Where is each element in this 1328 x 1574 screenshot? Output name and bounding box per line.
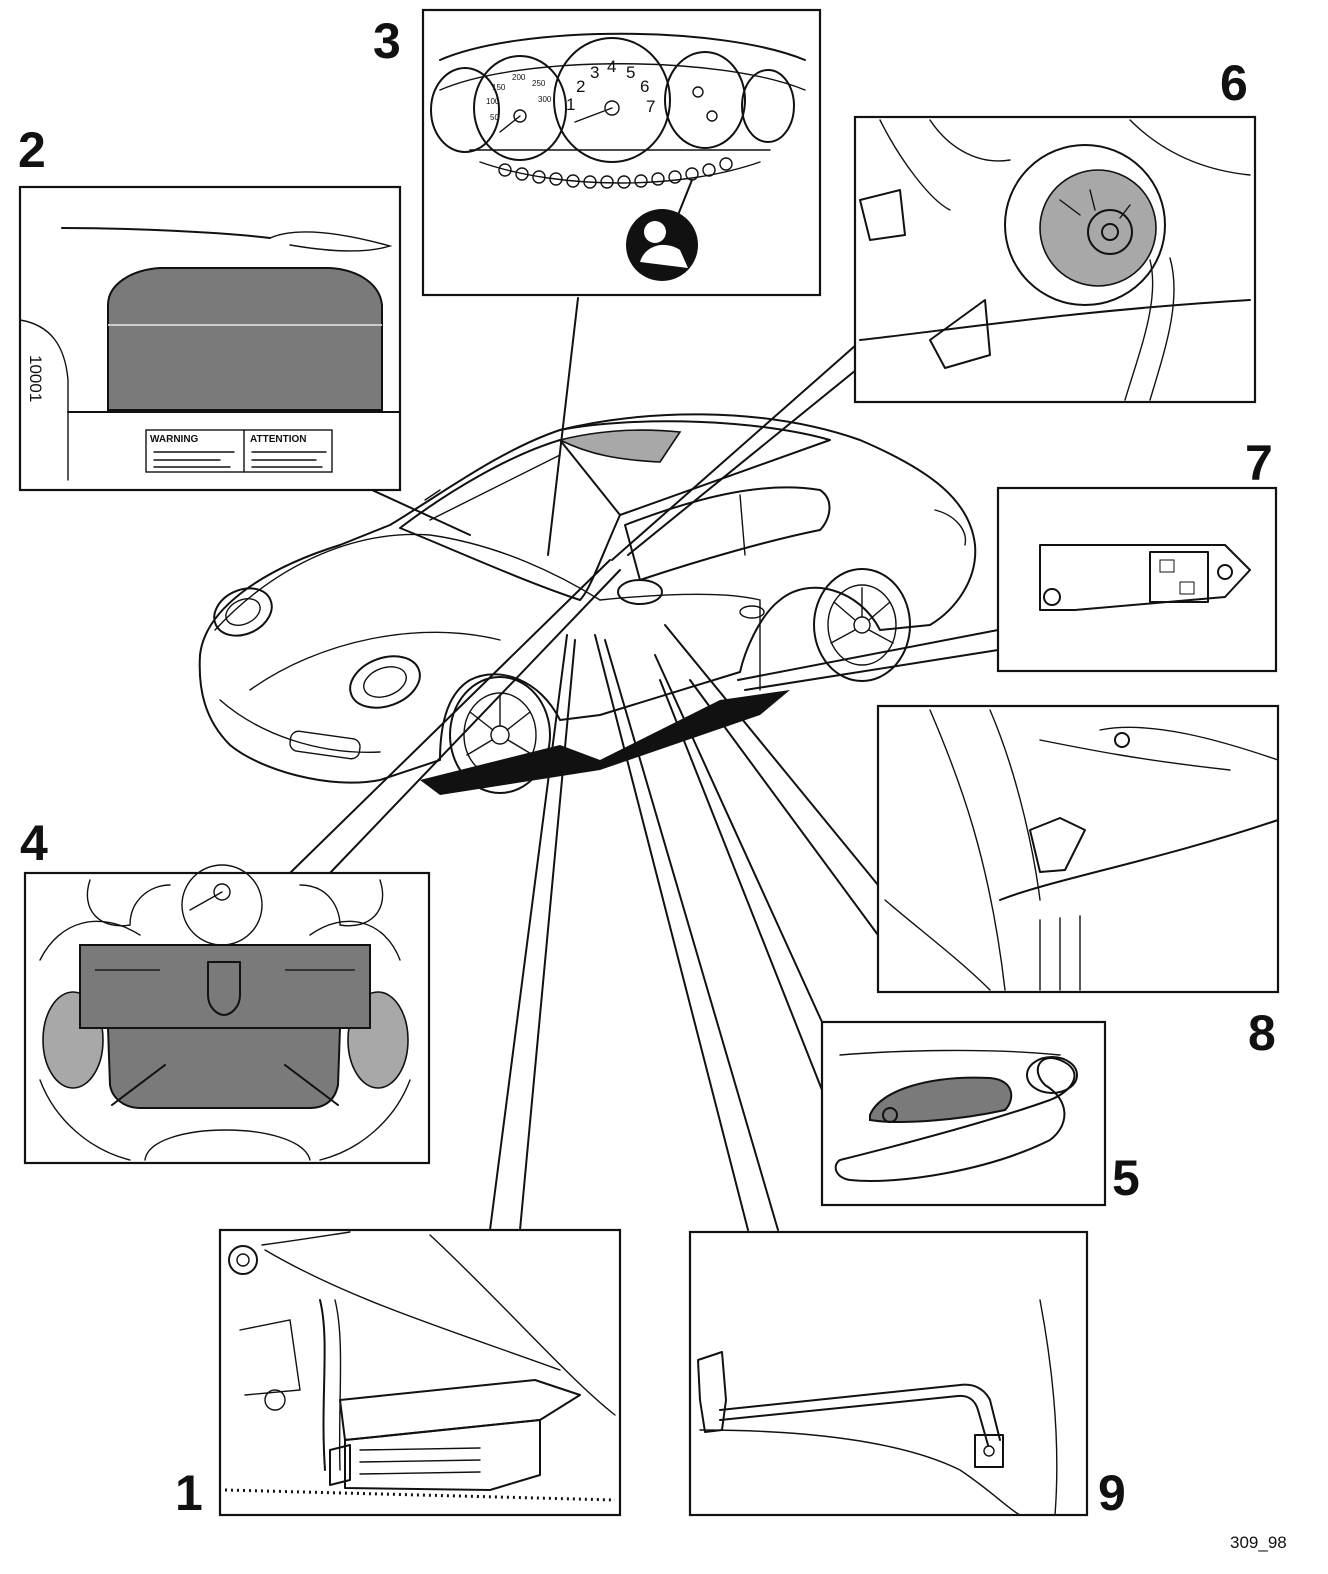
leader-4b: [329, 569, 621, 874]
control-unit-body: [344, 1419, 541, 1491]
leader-1b: [519, 639, 576, 1231]
panel-passenger-airbag: 10001 WARNING ATTENTION: [18, 185, 402, 492]
leader-5b: [659, 679, 823, 1091]
tacho-tick-5: 5: [626, 63, 635, 82]
tacho-tick-1: 1: [566, 95, 575, 114]
steering-column-housing: [1004, 144, 1166, 306]
gauge-left-small: [430, 67, 500, 153]
callout-4: 4: [20, 815, 48, 871]
sensor-clip: [974, 1434, 1004, 1468]
panel-door-handle: [820, 1020, 1107, 1207]
panel-seat-wiring: [688, 1230, 1089, 1517]
panel-clock-spring: [853, 115, 1257, 404]
callout-7: 7: [1245, 435, 1273, 491]
speedo-tick-300: 300: [538, 95, 552, 104]
leader-7b: [744, 649, 999, 691]
reference-code: 309_98: [1230, 1533, 1287, 1552]
tacho-tick-7: 7: [646, 97, 655, 116]
windshield: [399, 439, 621, 601]
callout-2: 2: [18, 122, 46, 178]
tacho-tick-6: 6: [640, 77, 649, 96]
driver-airbag-upper: [79, 944, 371, 1029]
headlight-right: [349, 655, 421, 709]
gauge-right: [664, 51, 746, 149]
tacho-tick-2: 2: [576, 77, 585, 96]
callout-8: 8: [1248, 1005, 1276, 1061]
callout-labels: 1 2 3 4 5 6 7 8 9: [18, 13, 1276, 1521]
panel-control-unit: [218, 1228, 622, 1517]
tacho-tick-3: 3: [590, 63, 599, 82]
speedo-tick-150: 150: [492, 83, 506, 92]
rear-wheel: [813, 568, 911, 682]
driver-airbag-lower: [106, 1027, 342, 1109]
car-illustration: [198, 413, 977, 795]
tacho-tick-4: 4: [607, 57, 616, 76]
panel-driver-airbag: [23, 864, 431, 1165]
gauge-right-small: [741, 69, 795, 143]
callout-9: 9: [1098, 1465, 1126, 1521]
control-unit-top: [339, 1379, 581, 1441]
belt-tensioner-unit: [1029, 817, 1086, 873]
warning-light-row: [498, 157, 733, 189]
mirror: [617, 579, 663, 605]
leader-7a: [737, 629, 999, 681]
side-window: [624, 486, 831, 581]
speedo-tick-100: 100: [486, 97, 500, 106]
leader-6b: [627, 369, 857, 556]
warning-label-left: WARNING: [150, 434, 199, 445]
side-sensor: [1039, 544, 1251, 611]
panel-belt-tensioner: [876, 704, 1280, 994]
panel-instrument-cluster: 150 200 250 100 300 50 1 2 3 4 5 6 7: [421, 8, 822, 297]
leader-lines: [289, 297, 999, 1231]
leader-3: [547, 297, 579, 556]
door-sensor-pad: [869, 1076, 1013, 1123]
car-body: [198, 413, 977, 784]
callout-3: 3: [373, 13, 401, 69]
warning-label-right: ATTENTION: [250, 434, 306, 445]
callout-5: 5: [1112, 1150, 1140, 1206]
sensor-connector: [1149, 551, 1209, 603]
leader-9a: [594, 634, 749, 1231]
leader-6a: [611, 344, 857, 561]
headlight-left: [213, 587, 273, 637]
wiper-stalk: [859, 189, 906, 241]
passenger-airbag-module: [107, 267, 383, 411]
speedo-tick-250: 250: [532, 79, 546, 88]
speedometer: [473, 55, 567, 161]
panel-side-sensor: [996, 486, 1278, 673]
car-shadow: [420, 690, 790, 795]
leader-8a: [664, 624, 879, 886]
speedo-tick-50: 50: [490, 113, 499, 122]
callout-1: 1: [175, 1465, 203, 1521]
door-handle: [834, 1057, 1076, 1182]
leader-4a: [289, 559, 611, 874]
front-wheel: [449, 676, 551, 794]
crest-emblem: [207, 961, 241, 1016]
sunroof: [557, 429, 682, 463]
contact-unit: [1039, 169, 1157, 287]
svg-text:10001: 10001: [26, 355, 45, 402]
leader-9b: [604, 639, 779, 1231]
warning-label: [145, 429, 333, 473]
leader-1a: [489, 634, 568, 1231]
speedo-tick-200: 200: [512, 73, 526, 82]
connector-plug: [697, 1351, 727, 1433]
tachometer: [553, 37, 671, 163]
leader-5a: [654, 654, 823, 1023]
callout-6: 6: [1220, 55, 1248, 111]
turn-signal-stalk: [929, 299, 991, 369]
